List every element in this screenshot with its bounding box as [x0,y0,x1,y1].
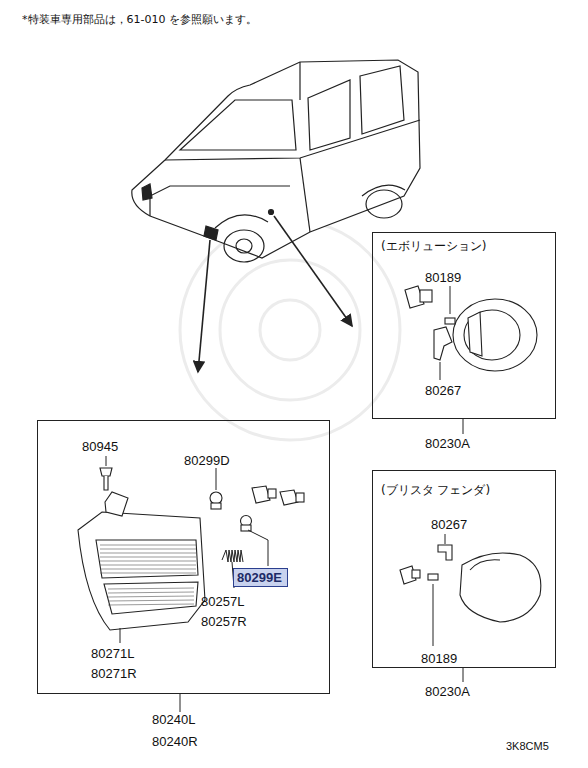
callout-number: 80267 [431,517,467,532]
combination-lamp [78,492,205,630]
parts-group-box: (ブリスタ フェンダ) 80267 80189 [372,470,556,668]
callout-number: 80267 [425,383,461,398]
callout-number: 80271R [91,666,137,681]
screw [100,468,112,490]
group-heading: (エボリューション) [381,239,486,254]
callout-number: 80189 [421,651,457,666]
parts-group-box: 80945 80299D 80257L 80257R 80271L 80271R 80299… [37,420,330,694]
lens-ribs [100,545,196,605]
spring [222,550,243,562]
location-arrow [198,240,210,372]
side-turn-lamp [400,545,541,622]
highlighted-callout: 80299E [233,568,288,587]
callout-number: 80271L [91,646,134,661]
assembly-number: 80230A [425,436,470,451]
callout-number: 80945 [82,439,118,454]
group-heading: (ブリスタ フェンダ) [381,483,490,498]
header-note: *特装車専用部品は，61-010 を参照願います。 [22,12,257,27]
leader-lines [440,286,463,434]
location-arrow [274,216,352,326]
callout-number: 80299D [184,453,230,468]
callout-number: 80257L [201,594,244,609]
diagram-code: 3K8CM5 [506,739,549,754]
callout-number: 80257R [201,614,247,629]
bulbs-sockets [210,486,304,531]
callout-number: 80299E [234,570,287,585]
watermark [180,220,400,440]
callout-number: 80189 [425,270,461,285]
assembly-number: 80240L [152,712,195,727]
assembly-number: 80240R [152,734,198,749]
assembly-number: 80230A [425,684,470,699]
parts-group-box: (エボリューション) 80189 80267 [372,232,556,419]
side-turn-lamp [405,286,537,371]
